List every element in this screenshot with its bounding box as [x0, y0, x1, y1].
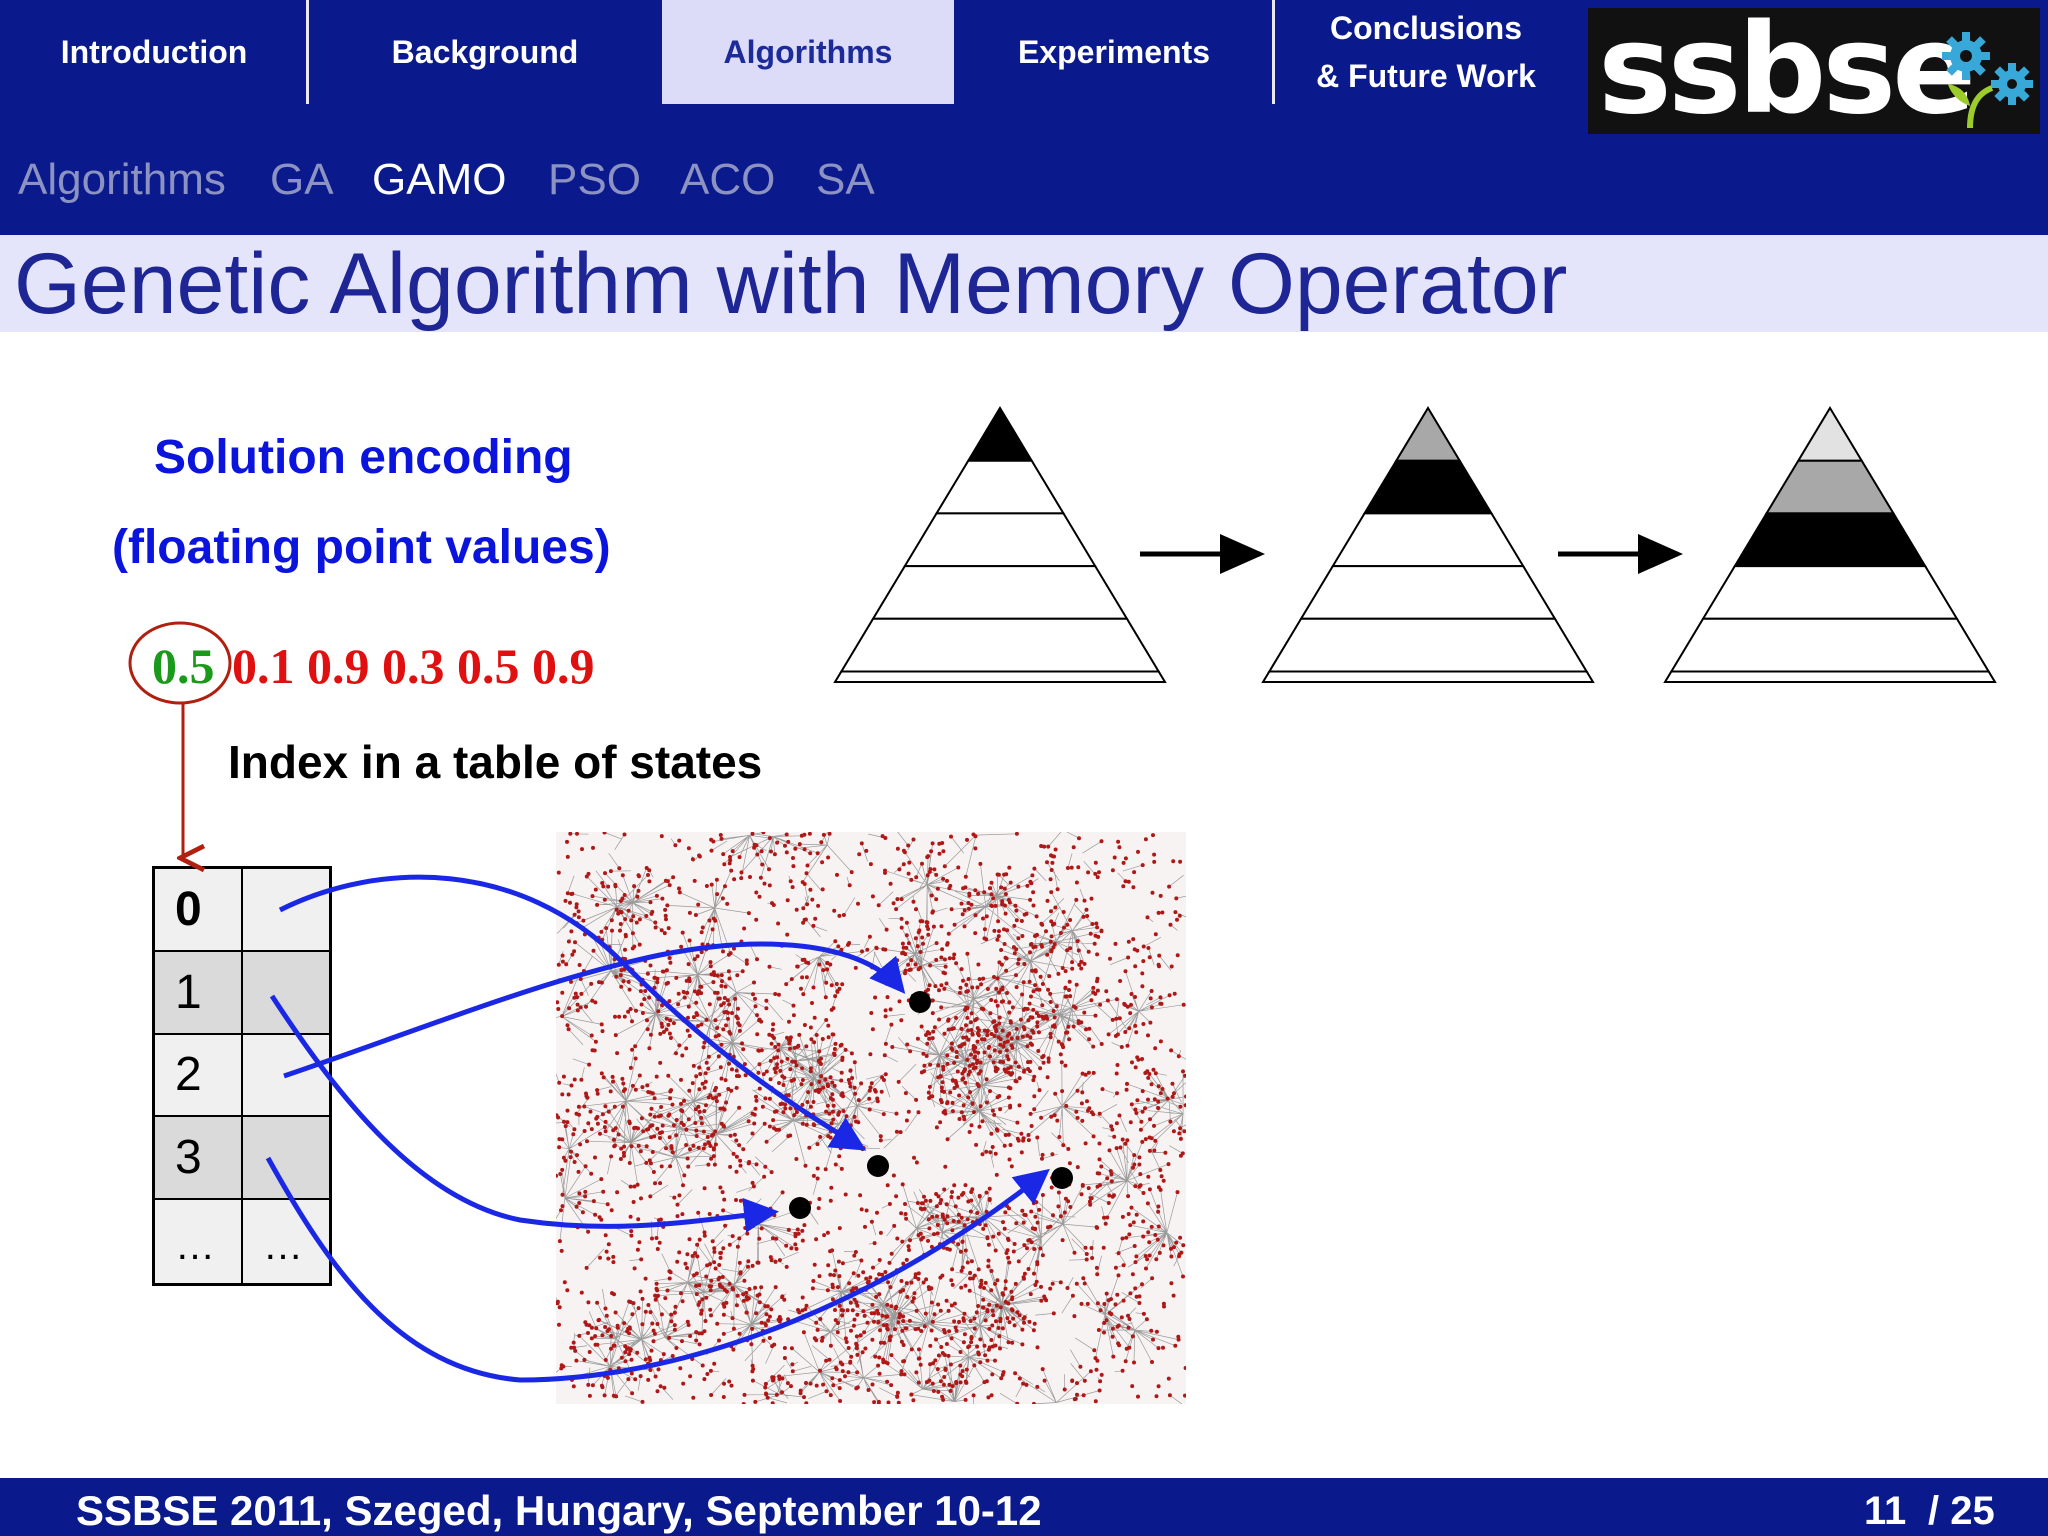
pyramid-band [966, 406, 1034, 462]
table-row-index: 0 [155, 869, 243, 952]
pyramid-band [1733, 512, 1927, 568]
page-number: 11 [1864, 1489, 1907, 1533]
encoding-subheading: (floating point values) [112, 521, 611, 574]
encoding-other-values: 0.1 0.9 0.3 0.5 0.9 [232, 638, 595, 694]
nav-separator [306, 0, 309, 104]
nav-tab-algorithms[interactable]: Algorithms [662, 0, 954, 104]
ssbse-logo: ssbse [1588, 8, 2040, 134]
title-band [0, 235, 2048, 332]
pyramid-band [934, 459, 1066, 515]
pyramid-band [1299, 565, 1557, 620]
pyramid-1 [833, 406, 1167, 683]
subnav-ga[interactable]: GA [270, 155, 334, 204]
encoding-first-value: 0.5 [152, 638, 215, 694]
pyramid-band [1362, 459, 1494, 515]
pyramid-2 [1261, 406, 1595, 683]
subnav-algorithms[interactable]: Algorithms [18, 155, 226, 204]
pyramid-band [1701, 565, 1959, 620]
pyramid-band [871, 565, 1129, 620]
table-row-index: 2 [155, 1034, 243, 1118]
index-label: Index in a table of states [228, 736, 763, 788]
pyramid-band [1669, 617, 1991, 673]
pyramid-band [1663, 670, 1997, 683]
table-row-value [243, 869, 329, 952]
table-row-value: … [243, 1200, 329, 1283]
table-row-value [243, 1034, 329, 1118]
nav-tab-conclusions-line2: & Future Work [1316, 58, 1536, 94]
pyramid-band [1267, 617, 1589, 673]
table-row-value [243, 951, 329, 1035]
gears-flower-icon [1942, 32, 2033, 129]
page-title: Genetic Algorithm with Memory Operator [14, 236, 1568, 332]
nav-tab-experiments[interactable]: Experiments [1017, 34, 1211, 70]
pyramid-band [1764, 459, 1896, 515]
slide-footer [0, 1478, 2048, 1536]
pyramid-band [1331, 512, 1525, 568]
subnav-aco[interactable]: ACO [680, 155, 776, 204]
nav-tab-introduction[interactable]: Introduction [60, 34, 248, 70]
nav-separator [1272, 0, 1275, 104]
table-row-index: … [155, 1200, 243, 1283]
state-graph [556, 832, 1186, 1404]
nav-tab-conclusions[interactable]: Conclusions & Future Work [1276, 0, 1576, 104]
memory-pyramids-diagram [833, 406, 1997, 683]
nav-tab-background[interactable]: Background [391, 34, 579, 70]
pyramid-band [1261, 670, 1595, 683]
table-row-index: 1 [155, 951, 243, 1035]
nav-tab-conclusions-line1: Conclusions [1329, 10, 1522, 46]
table-row-index: 3 [155, 1117, 243, 1201]
pyramid-band [833, 670, 1167, 683]
pyramid-band [1796, 406, 1864, 462]
table-row-value [243, 1117, 329, 1201]
state-table: 0 1 2 3 … … [152, 866, 332, 1286]
pyramid-3 [1663, 406, 1997, 683]
pyramid-band [1394, 406, 1462, 462]
logo-text: ssbse [1598, 8, 1976, 134]
subnav-gamo[interactable]: GAMO [372, 155, 507, 204]
encoding-heading: Solution encoding [154, 431, 573, 484]
subnav-sa[interactable]: SA [816, 155, 875, 204]
page-total: / 25 [1928, 1489, 1995, 1533]
pyramid-band [903, 512, 1097, 568]
footer-conference: SSBSE 2011, Szeged, Hungary, September 1… [76, 1487, 1042, 1534]
subnav-pso[interactable]: PSO [548, 155, 641, 204]
pyramid-band [839, 617, 1161, 673]
